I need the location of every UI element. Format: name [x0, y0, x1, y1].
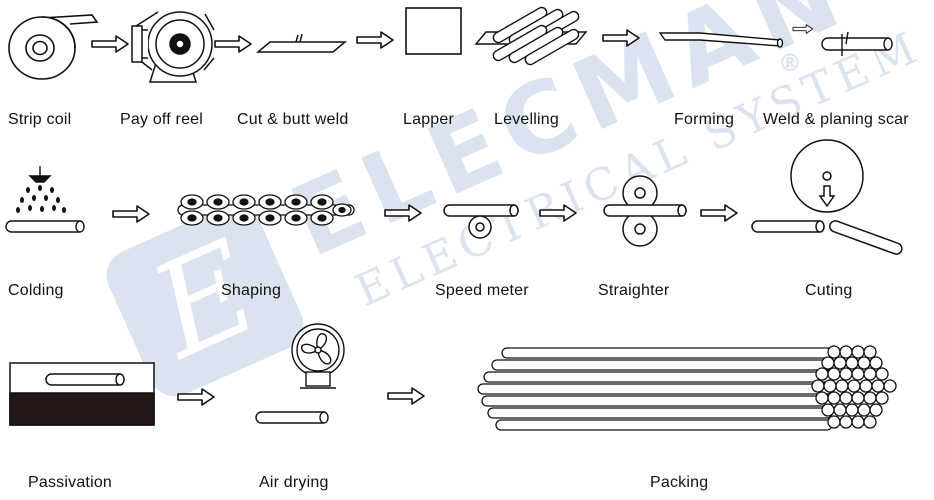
flow-arrow-3 — [356, 31, 394, 49]
cuting-icon — [751, 139, 903, 255]
packing-icon — [477, 345, 897, 431]
pay-off-reel-icon — [131, 11, 215, 83]
lapper-icon — [405, 7, 462, 55]
flow-arrow-9 — [700, 204, 738, 222]
flow-arrow-6 — [112, 205, 150, 223]
flow-arrow-11 — [387, 387, 425, 405]
speed-meter-icon — [443, 204, 519, 239]
air-drying-icon — [255, 323, 345, 424]
straighter-icon — [603, 175, 687, 247]
colding-icon — [5, 166, 85, 233]
label-air-drying: Air drying — [259, 474, 329, 491]
forming-icon — [658, 32, 784, 48]
strip-coil-icon — [8, 14, 99, 80]
label-forming: Forming — [674, 111, 735, 128]
label-packing: Packing — [650, 474, 709, 491]
flow-arrow-1 — [91, 35, 129, 53]
label-cuting: Cuting — [805, 282, 853, 299]
label-cut-butt-weld: Cut & butt weld — [237, 111, 349, 128]
label-shaping: Shaping — [221, 282, 282, 299]
cut-butt-weld-icon — [255, 33, 348, 53]
label-levelling: Levelling — [494, 111, 559, 128]
label-straighter: Straighter — [598, 282, 670, 299]
label-speed-meter: Speed meter — [435, 282, 529, 299]
label-pay-off-reel: Pay off reel — [120, 111, 204, 128]
weld-planing-scar-icon — [821, 31, 893, 56]
passivation-icon — [9, 362, 155, 426]
label-lapper: Lapper — [403, 111, 455, 128]
watermark-logo: E — [106, 203, 304, 397]
shaping-icon — [177, 194, 355, 226]
watermark-registered-mark: ® — [778, 49, 802, 77]
levelling-icon — [474, 6, 588, 66]
flow-arrow-2 — [214, 35, 252, 53]
label-colding: Colding — [8, 282, 64, 299]
label-strip-coil: Strip coil — [8, 111, 72, 128]
label-weld-planing-scar: Weld & planing scar — [763, 111, 909, 128]
label-passivation: Passivation — [28, 474, 113, 491]
